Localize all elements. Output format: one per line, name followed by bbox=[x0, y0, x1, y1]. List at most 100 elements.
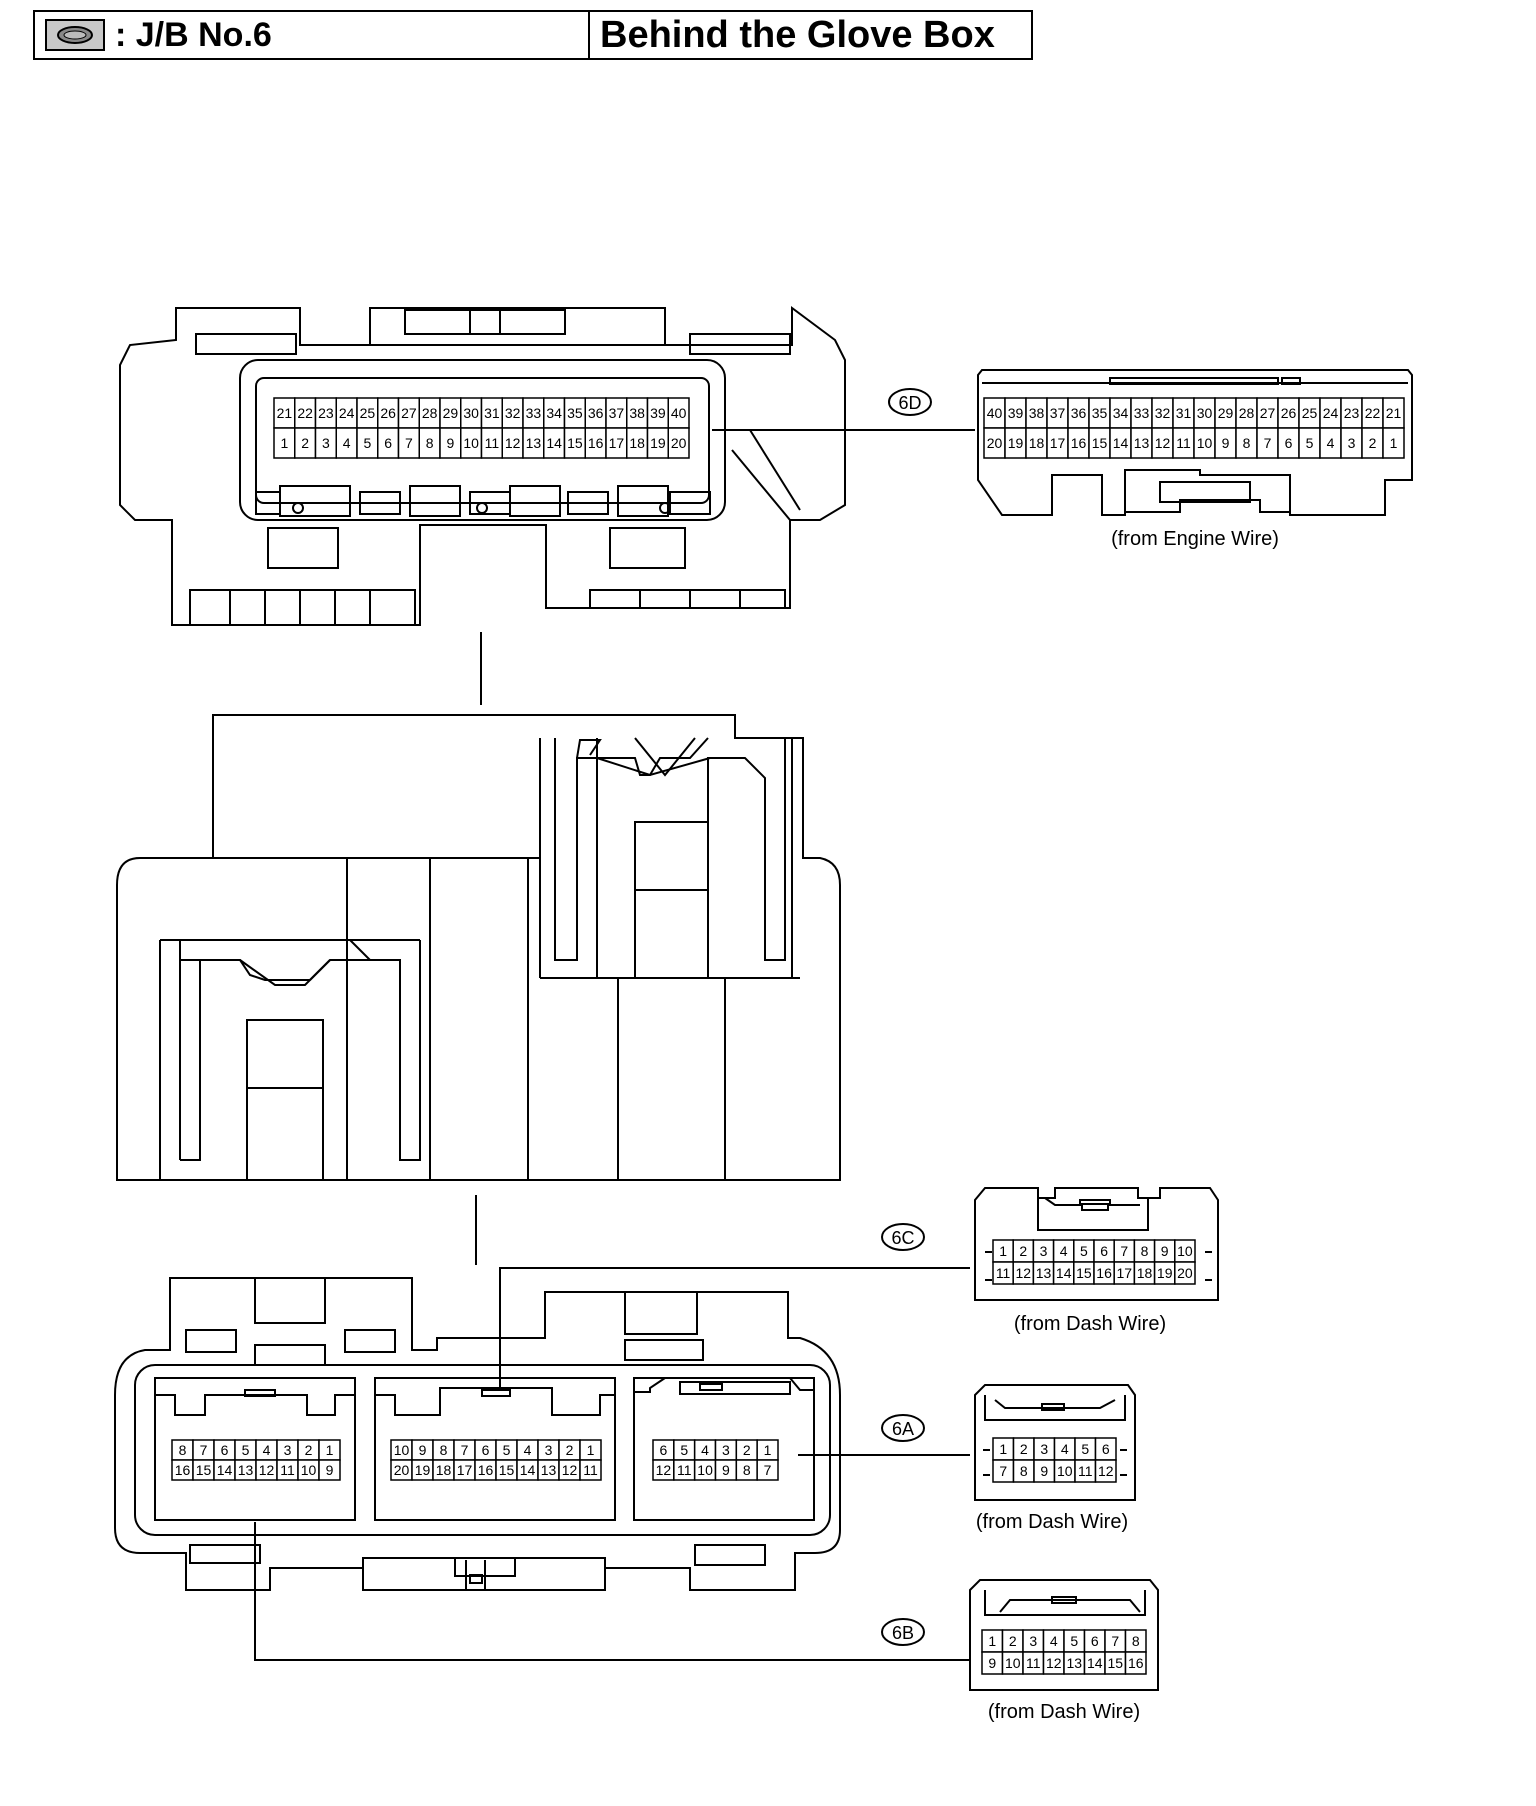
leader-line-6c bbox=[499, 1267, 970, 1390]
pin-number-6c-jb: 15 bbox=[499, 1462, 515, 1478]
pin-number-6d-jb: 31 bbox=[484, 405, 500, 421]
source-label-6d: (from Engine Wire) bbox=[1111, 528, 1279, 550]
pin-number-6c-plug: 6 bbox=[1100, 1243, 1108, 1259]
pin-number-6b-jb: 2 bbox=[305, 1442, 313, 1458]
connector-code-badge-6b: 6B bbox=[881, 1618, 925, 1646]
pin-number-6d-plug: 3 bbox=[1348, 435, 1356, 451]
pin-number-6d-plug: 12 bbox=[1155, 435, 1171, 451]
pin-number-6c-jb: 9 bbox=[419, 1442, 427, 1458]
pin-number-6c-plug: 20 bbox=[1177, 1265, 1193, 1281]
pin-number-6d-jb: 40 bbox=[671, 405, 687, 421]
pin-number-6b-jb: 8 bbox=[179, 1442, 187, 1458]
pin-number-6d-plug: 26 bbox=[1281, 405, 1297, 421]
pin-number-6b-plug: 1 bbox=[988, 1633, 996, 1649]
pin-number-6d-jb: 24 bbox=[339, 405, 355, 421]
pin-number-6d-plug: 39 bbox=[1008, 405, 1024, 421]
pin-cell-6b-plug bbox=[1124, 1651, 1147, 1675]
pin-number-6a-plug: 6 bbox=[1102, 1441, 1110, 1457]
pin-number-6c-plug: 14 bbox=[1056, 1265, 1072, 1281]
pin-number-6d-jb: 30 bbox=[463, 405, 479, 421]
pin-number-6d-plug: 25 bbox=[1302, 405, 1318, 421]
pin-number-6b-jb: 10 bbox=[301, 1462, 317, 1478]
pin-number-6d-plug: 21 bbox=[1386, 405, 1402, 421]
pin-number-6d-jb: 10 bbox=[463, 435, 479, 451]
pin-number-6c-plug: 2 bbox=[1019, 1243, 1027, 1259]
pin-number-6b-jb: 16 bbox=[175, 1462, 191, 1478]
pin-number-6d-plug: 34 bbox=[1113, 405, 1129, 421]
pin-number-6c-jb: 5 bbox=[503, 1442, 511, 1458]
source-label-6a: (from Dash Wire) bbox=[976, 1511, 1128, 1533]
pin-number-6b-plug: 14 bbox=[1087, 1655, 1103, 1671]
pin-number-6d-jb: 32 bbox=[505, 405, 521, 421]
pin-number-6d-jb: 22 bbox=[297, 405, 313, 421]
pin-number-6d-jb: 27 bbox=[401, 405, 417, 421]
connector-code-6c: 6C bbox=[891, 1228, 914, 1248]
pin-number-6c-jb: 17 bbox=[457, 1462, 473, 1478]
pin-number-6a-plug: 7 bbox=[999, 1463, 1007, 1479]
pin-number-6c-plug: 12 bbox=[1016, 1265, 1032, 1281]
pin-number-6a-plug: 11 bbox=[1078, 1463, 1093, 1479]
connector-code-6d: 6D bbox=[898, 393, 921, 413]
pin-cell-6c-jb bbox=[579, 1459, 602, 1481]
pin-number-6c-jb: 11 bbox=[583, 1462, 598, 1478]
pin-number-6b-plug: 6 bbox=[1091, 1633, 1099, 1649]
pin-number-6a-jb: 10 bbox=[697, 1462, 713, 1478]
pin-number-6d-plug: 13 bbox=[1134, 435, 1150, 451]
pin-number-6a-jb: 2 bbox=[743, 1442, 751, 1458]
pin-number-6a-plug: 10 bbox=[1057, 1463, 1073, 1479]
pin-number-6a-plug: 8 bbox=[1020, 1463, 1028, 1479]
pin-number-6a-plug: 12 bbox=[1098, 1463, 1114, 1479]
pin-number-6c-plug: 13 bbox=[1036, 1265, 1052, 1281]
pin-number-6d-jb: 29 bbox=[443, 405, 459, 421]
pin-number-6d-jb: 1 bbox=[280, 435, 288, 451]
pin-number-6d-plug: 2 bbox=[1369, 435, 1377, 451]
pin-number-6a-jb: 11 bbox=[677, 1462, 692, 1478]
pin-number-6d-jb: 6 bbox=[384, 435, 392, 451]
jb-number-label: : J/B No.6 bbox=[115, 15, 272, 54]
pin-number-6a-jb: 12 bbox=[656, 1462, 672, 1478]
pin-number-6b-plug: 8 bbox=[1132, 1633, 1140, 1649]
pin-number-6a-jb: 8 bbox=[743, 1462, 751, 1478]
pin-number-6d-jb: 15 bbox=[567, 435, 583, 451]
connector-6a-plug bbox=[974, 1384, 1136, 1501]
pin-number-6b-jb: 4 bbox=[263, 1442, 271, 1458]
pin-number-6a-jb: 5 bbox=[680, 1442, 688, 1458]
pin-number-6c-jb: 19 bbox=[415, 1462, 431, 1478]
pin-number-6c-jb: 7 bbox=[461, 1442, 469, 1458]
pin-number-6d-jb: 35 bbox=[567, 405, 583, 421]
pin-cell-6a-plug bbox=[1094, 1459, 1117, 1483]
pin-number-6d-plug: 23 bbox=[1344, 405, 1360, 421]
pin-number-6d-jb: 3 bbox=[322, 435, 330, 451]
pin-number-6c-plug: 19 bbox=[1157, 1265, 1173, 1281]
pin-number-6b-jb: 11 bbox=[280, 1462, 295, 1478]
pin-number-6a-jb: 9 bbox=[722, 1462, 730, 1478]
pin-number-6b-jb: 15 bbox=[196, 1462, 212, 1478]
pin-number-6c-jb: 6 bbox=[482, 1442, 490, 1458]
pin-number-6d-plug: 22 bbox=[1365, 405, 1381, 421]
pin-number-6c-plug: 4 bbox=[1060, 1243, 1068, 1259]
header-jb-cell: : J/B No.6 bbox=[35, 12, 590, 58]
pin-number-6d-plug: 24 bbox=[1323, 405, 1339, 421]
pin-number-6b-plug: 5 bbox=[1070, 1633, 1078, 1649]
pin-number-6c-plug: 8 bbox=[1141, 1243, 1149, 1259]
pin-number-6b-plug: 15 bbox=[1107, 1655, 1123, 1671]
pin-number-6c-jb: 1 bbox=[587, 1442, 595, 1458]
pin-number-6d-jb: 21 bbox=[277, 405, 293, 421]
connector-6c-plug bbox=[974, 1187, 1219, 1301]
pin-number-6d-plug: 14 bbox=[1113, 435, 1129, 451]
pin-number-6c-plug: 15 bbox=[1076, 1265, 1092, 1281]
pin-number-6d-jb: 33 bbox=[526, 405, 542, 421]
leader-line-6b bbox=[254, 1522, 970, 1661]
pin-number-6b-plug: 4 bbox=[1050, 1633, 1058, 1649]
pin-number-6d-plug: 33 bbox=[1134, 405, 1150, 421]
pin-number-6d-plug: 20 bbox=[987, 435, 1003, 451]
jb-bottom-housing bbox=[114, 1277, 841, 1591]
pin-number-6d-plug: 10 bbox=[1197, 435, 1213, 451]
pin-cell-6c-plug bbox=[1174, 1261, 1196, 1285]
pin-cell-6a-jb bbox=[756, 1459, 779, 1481]
pin-number-6c-jb: 2 bbox=[566, 1442, 574, 1458]
